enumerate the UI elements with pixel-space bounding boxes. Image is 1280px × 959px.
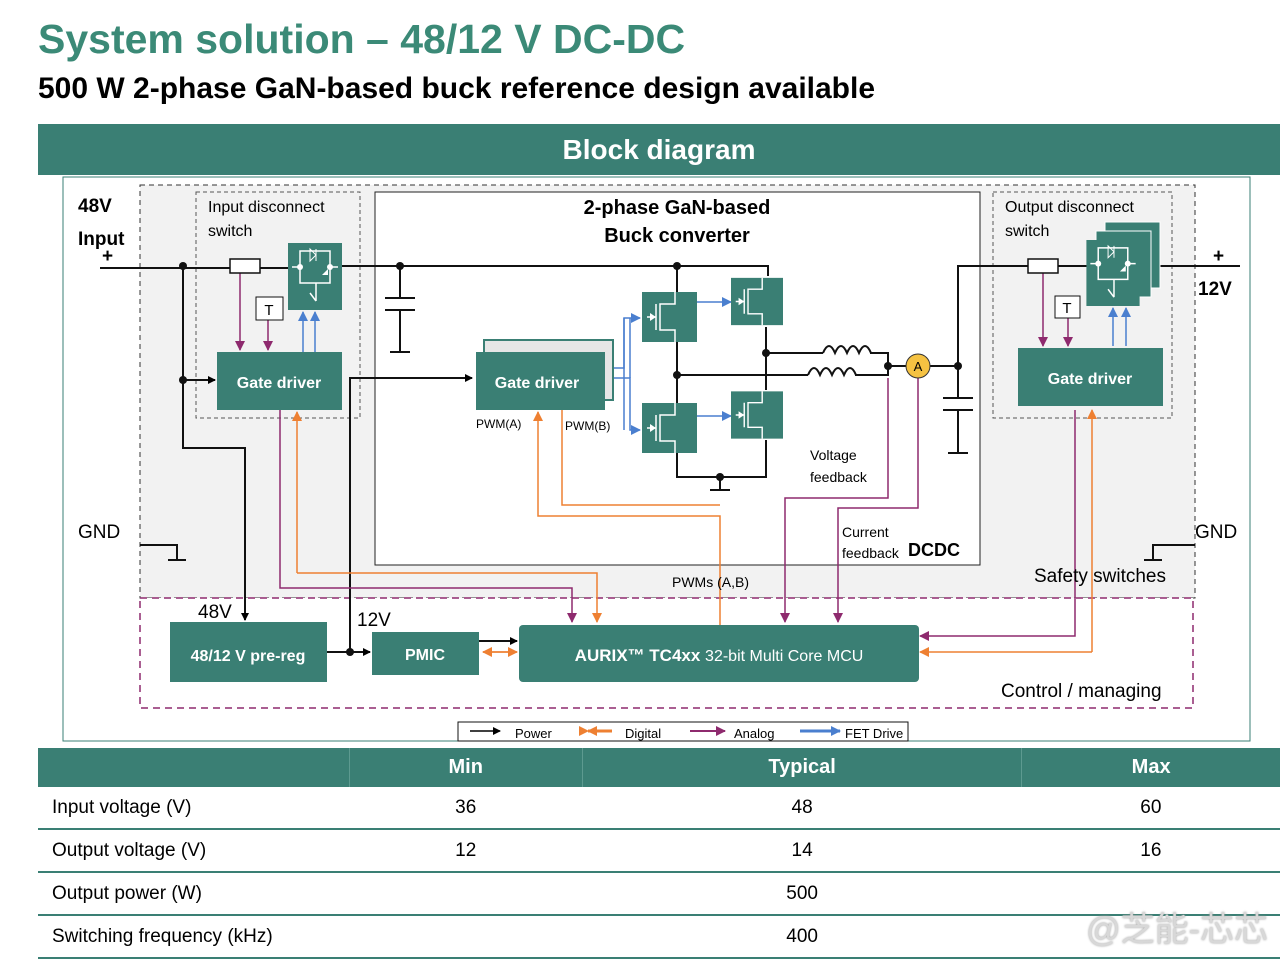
page-subtitle: 500 W 2-phase GaN-based buck reference d… [38, 72, 876, 105]
output-gate-driver [1018, 348, 1163, 406]
watermark: @芝能-芯芯 [1086, 911, 1268, 949]
output-shunt-resistor [1027, 258, 1059, 274]
input-voltage-label: 48V [78, 196, 112, 217]
cell: 500 [582, 872, 1022, 916]
high-side-fet-b [731, 277, 783, 326]
output-switch-label-2: switch [1005, 223, 1049, 240]
legend-power: Power [515, 726, 553, 741]
header-max: Max [1021, 748, 1280, 787]
input-disconnect-box [195, 191, 361, 419]
pmic-label: PMIC [405, 647, 445, 664]
cell: 16 [1021, 829, 1280, 873]
ammeter-label: A [914, 359, 923, 374]
section-header: Block diagram [38, 124, 1280, 175]
safety-switches-label: Safety switches [1034, 566, 1166, 587]
header-min: Min [348, 748, 583, 787]
buck-title: 2-phase GaN-based [584, 197, 771, 219]
page-title: System solution – 48/12 V DC-DC [38, 16, 686, 62]
cell [349, 872, 583, 916]
pre-regulator-block [170, 622, 327, 682]
input-label: Input [78, 229, 125, 250]
cell: 36 [349, 787, 583, 830]
output-temp-sensor [1054, 295, 1081, 319]
temp-label: T [264, 302, 273, 319]
gate-driver-label: Gate driver [1048, 371, 1132, 388]
pwm-b-label: PWM(B) [565, 419, 610, 433]
output-plus: + [1213, 246, 1224, 267]
input-switch-mosfet [288, 243, 342, 310]
temp-label: T [1062, 300, 1071, 317]
mcu-block [519, 625, 919, 682]
legend-analog: Analog [734, 726, 774, 741]
cell: 48 [582, 787, 1022, 830]
gate-driver-label: Gate driver [495, 375, 579, 392]
input-plus: + [102, 246, 113, 267]
buck-gate-driver [476, 352, 605, 410]
legend-digital: Digital [625, 726, 661, 741]
current-feedback-label-2: feedback [842, 545, 900, 561]
table-row: Output power (W) 500 [38, 872, 1280, 916]
cell: 60 [1021, 787, 1280, 830]
output-voltage-label: 12V [1198, 279, 1232, 300]
output-switch-label: Output disconnect [1005, 199, 1135, 216]
cell [1021, 872, 1280, 916]
pmic-input-label: 12V [357, 610, 391, 631]
input-gate-driver [217, 352, 342, 410]
cell: 14 [582, 829, 1022, 873]
cell: Output voltage (V) [38, 829, 349, 873]
input-switch-label: Input disconnect [208, 199, 325, 216]
header-typical: Typical [581, 748, 1022, 787]
legend-fet-drive: FET Drive [845, 726, 903, 741]
gnd-left: GND [78, 522, 120, 543]
mcu-label: AURIX™ TC4xx 32-bit Multi Core MCU [575, 646, 864, 665]
voltage-feedback-label: Voltage [810, 447, 857, 463]
dcdc-label: DCDC [908, 540, 960, 560]
input-switch-label-2: switch [208, 223, 252, 240]
voltage-feedback-label-2: feedback [810, 469, 868, 485]
high-side-fet-a [642, 292, 697, 342]
ammeter-icon [905, 353, 931, 379]
pmic-block [372, 632, 479, 675]
header-parameter [38, 748, 349, 787]
prereg-input-label: 48V [198, 602, 232, 623]
control-label: Control / managing [1001, 681, 1162, 702]
low-side-fet-a [642, 403, 697, 453]
pwm-a-label: PWM(A) [476, 417, 521, 431]
prereg-label: 48/12 V pre-reg [191, 648, 306, 665]
gnd-right: GND [1195, 522, 1237, 543]
pwms-label: PWMs (A,B) [672, 574, 749, 590]
legend: Power Digital Analog FET Drive [457, 722, 909, 742]
output-switch-mosfet [1086, 240, 1140, 306]
current-feedback-label: Current [842, 524, 889, 540]
input-shunt-resistor [229, 258, 261, 274]
input-temp-sensor [255, 296, 284, 321]
buck-subtitle: Buck converter [604, 225, 750, 247]
gate-driver-label: Gate driver [237, 375, 321, 392]
output-disconnect-box [992, 191, 1173, 419]
cell: Output power (W) [38, 872, 349, 916]
cell: Input voltage (V) [38, 787, 349, 830]
low-side-fet-b [731, 390, 783, 440]
cell: 12 [349, 829, 583, 873]
